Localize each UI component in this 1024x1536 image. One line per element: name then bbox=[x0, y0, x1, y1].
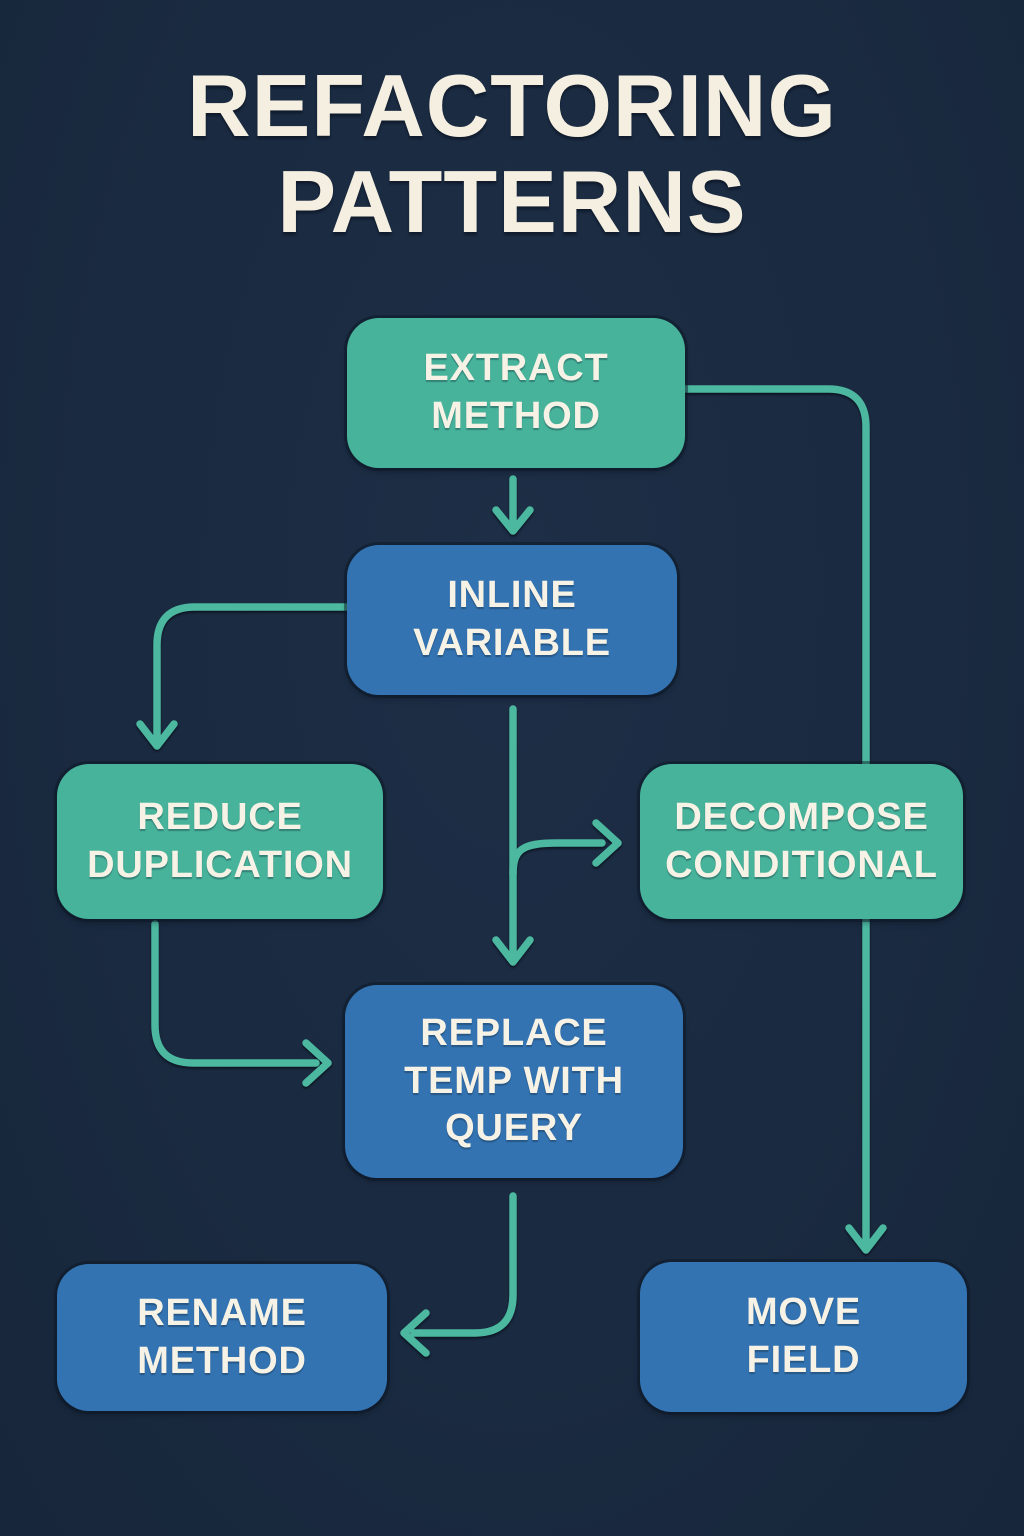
arrow-reduce-to-replace-temp bbox=[151, 920, 332, 1087]
node-extract-method: EXTRACT METHOD bbox=[347, 318, 685, 468]
arrow-branch-to-decompose bbox=[509, 819, 622, 878]
node-replace-temp-with-query-label: REPLACE TEMP WITH QUERY bbox=[404, 1011, 624, 1150]
arrow-inline-to-replace-temp bbox=[492, 705, 534, 966]
poster-title: REFACTORING PATTERNS bbox=[187, 56, 837, 251]
node-decompose-conditional: DECOMPOSE CONDITIONAL bbox=[640, 764, 963, 919]
node-extract-method-label: EXTRACT METHOD bbox=[423, 347, 609, 437]
node-inline-variable: INLINE VARIABLE bbox=[347, 545, 677, 695]
node-inline-variable-label: INLINE VARIABLE bbox=[413, 574, 611, 664]
arrow-inline-to-reduce-duplication bbox=[136, 603, 351, 750]
node-reduce-duplication: REDUCE DUPLICATION bbox=[57, 764, 383, 919]
arrow-extract-to-move-field bbox=[681, 385, 887, 1254]
node-reduce-duplication-label: REDUCE DUPLICATION bbox=[87, 795, 353, 886]
arrow-extract-to-inline bbox=[492, 475, 534, 535]
node-move-field: MOVE FIELD bbox=[640, 1262, 967, 1412]
node-decompose-conditional-label: DECOMPOSE CONDITIONAL bbox=[665, 795, 938, 886]
node-rename-method: RENAME METHOD bbox=[57, 1264, 387, 1411]
node-replace-temp-with-query: REPLACE TEMP WITH QUERY bbox=[345, 985, 683, 1178]
node-move-field-label: MOVE FIELD bbox=[745, 1291, 862, 1381]
node-rename-method-label: RENAME METHOD bbox=[137, 1291, 307, 1382]
arrow-replace-temp-to-rename bbox=[400, 1192, 517, 1357]
